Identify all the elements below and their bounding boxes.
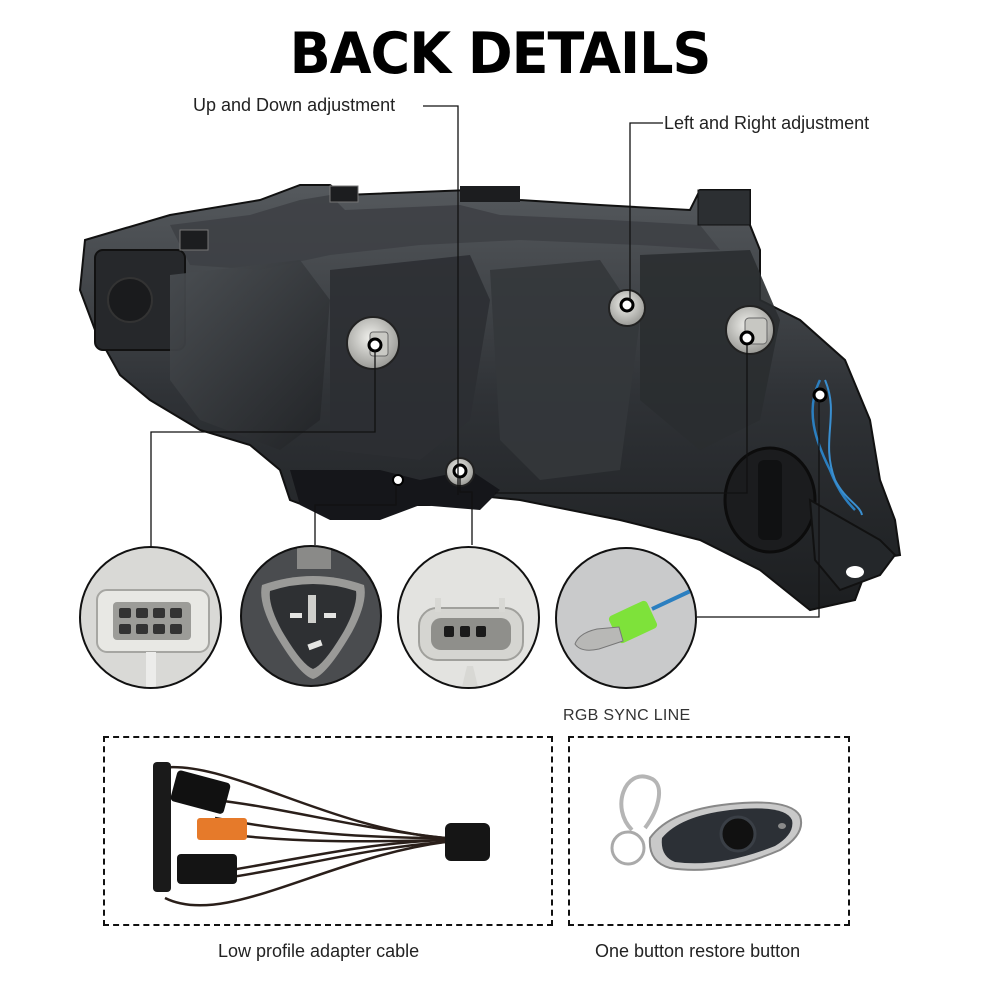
- caption-restore-button: One button restore button: [595, 941, 801, 961]
- callout-left-right-adjustment: Left and Right adjustment: [664, 113, 870, 133]
- rgb-sync-line-label: RGB SYNC LINE: [563, 707, 691, 724]
- inset-3-pin-connector: [397, 546, 540, 689]
- page-title: BACK DETAILS: [289, 20, 712, 87]
- leader-lines: [150, 105, 820, 618]
- inset-triangular-connector: [240, 545, 382, 687]
- callout-up-down-adjustment: Up and Down adjustment: [193, 95, 396, 115]
- callout-markers: [367, 297, 828, 486]
- inset-8-pin-connector: [79, 546, 222, 689]
- accessory-box-restore-remote: [568, 736, 850, 926]
- accessory-box-adapter-cable: [103, 736, 553, 926]
- inset-rgb-sync-connector: [555, 547, 697, 689]
- caption-adapter-cable: Low profile adapter cable: [218, 941, 420, 961]
